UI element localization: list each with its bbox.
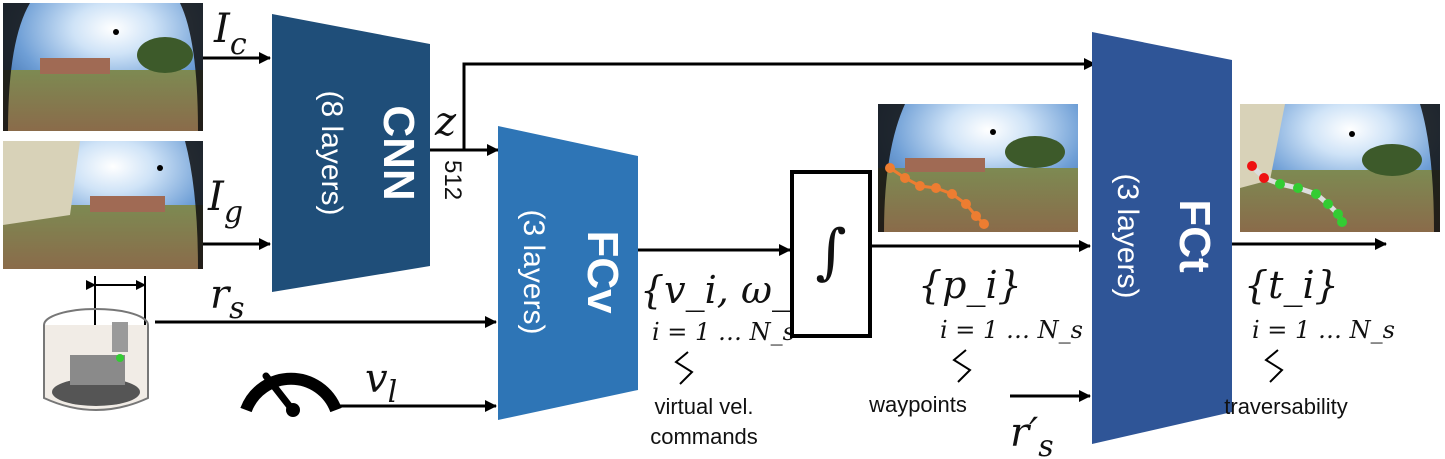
camera-image-goal	[3, 141, 203, 269]
wp-caption: waypoints	[868, 392, 967, 417]
trav-label: {t_i}	[1244, 263, 1339, 308]
rs-label: rs	[210, 272, 245, 326]
trav-tick	[1264, 349, 1284, 383]
wp-index: i = 1 … N_s	[940, 316, 1083, 344]
speedometer-icon	[240, 372, 342, 417]
wp-label: {p_i}	[918, 263, 1022, 308]
camera-image-current	[3, 3, 203, 131]
vel-caption-line1: virtual vel.	[654, 394, 753, 419]
z-dim-label: 512	[439, 160, 466, 200]
fct-title: FCt	[1170, 199, 1219, 273]
cnn-block	[272, 14, 430, 292]
trav-caption: traversability	[1224, 394, 1347, 419]
fcv-subtitle: (3 layers)	[517, 209, 550, 334]
traversability-path	[1247, 161, 1347, 227]
z-to-fct-arrow	[462, 58, 1096, 150]
cnn-subtitle: (8 layers)	[315, 90, 348, 215]
fct-block	[1092, 32, 1232, 444]
vel-tick	[674, 351, 694, 385]
fcv-block	[498, 126, 638, 420]
fct-subtitle: (3 layers)	[1111, 173, 1144, 298]
ig-label: Ig	[207, 174, 243, 230]
waypoint-image	[878, 104, 1078, 232]
rps-label: r′s	[1010, 410, 1054, 459]
integral-block	[790, 170, 872, 338]
vel-caption-line2: commands	[650, 424, 758, 449]
vel-index: i = 1 … N_s	[652, 318, 795, 346]
waypoint-path	[885, 163, 989, 229]
traversability-image	[1240, 104, 1440, 232]
trav-index: i = 1 … N_s	[1252, 316, 1395, 344]
robot-icon	[43, 276, 149, 411]
z-label: z	[434, 99, 457, 145]
vl-label: vl	[365, 356, 397, 410]
cnn-title: CNN	[374, 105, 423, 200]
ic-label: Ic	[213, 6, 247, 62]
fcv-title: FCv	[578, 230, 627, 314]
integral-symbol: ∫	[815, 217, 846, 287]
wp-tick	[952, 349, 972, 383]
